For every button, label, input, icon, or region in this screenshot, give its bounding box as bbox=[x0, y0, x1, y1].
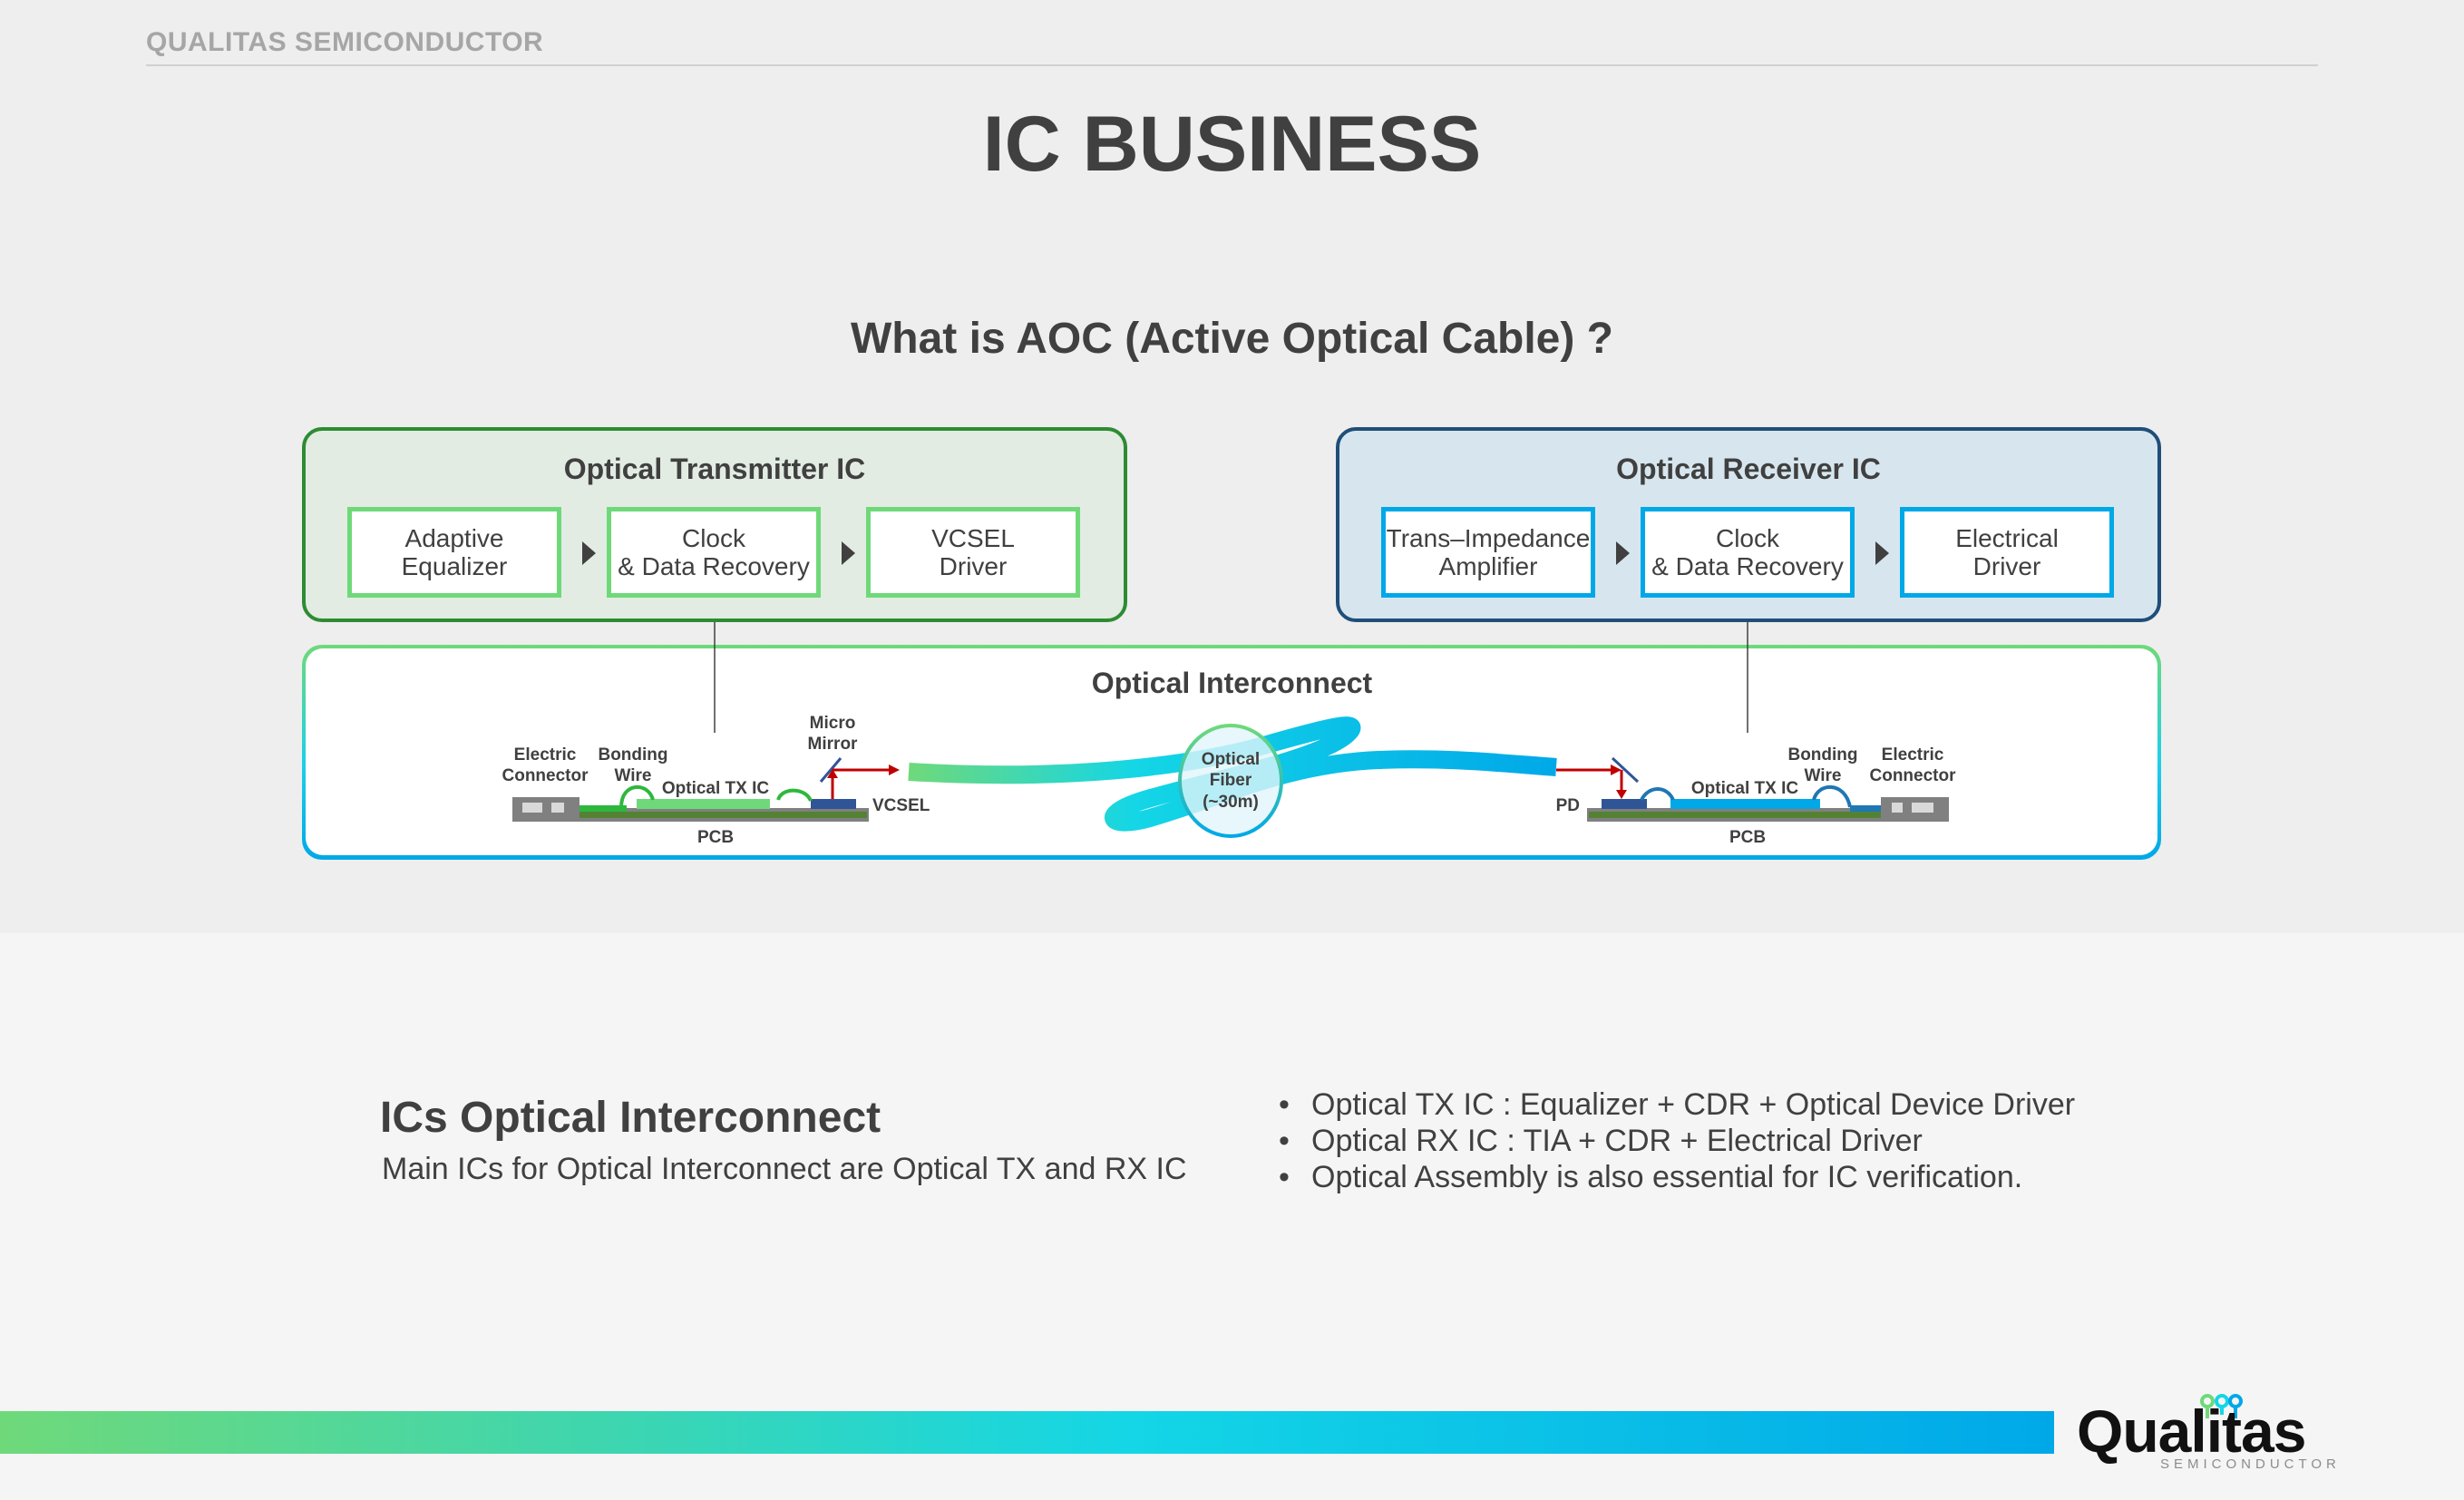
block-label: & Data Recovery bbox=[618, 552, 810, 580]
tx-connector-label: Electric bbox=[514, 745, 577, 765]
arrow-right-icon bbox=[1611, 765, 1622, 775]
block-label: Clock bbox=[681, 524, 745, 552]
fiber-label: Optical bbox=[1202, 750, 1260, 769]
rx-bonding-wire bbox=[1812, 784, 1852, 808]
rx-bonding-label: Bonding bbox=[1787, 745, 1857, 765]
header-brand: QUALITAS SEMICONDUCTOR bbox=[146, 27, 544, 57]
rx-pcb-label: PCB bbox=[1729, 828, 1766, 847]
block-label: Driver bbox=[1972, 552, 2041, 580]
rx-connector-label: Connector bbox=[1870, 766, 1957, 785]
section-subtitle: What is AOC (Active Optical Cable) ? bbox=[850, 315, 1613, 363]
bullet-item: Optical RX IC : TIA + CDR + Electrical D… bbox=[1279, 1123, 2075, 1159]
block-label: Driver bbox=[939, 552, 1008, 580]
tx-ic-title: Optical Transmitter IC bbox=[563, 453, 866, 485]
interconnect-title: Optical Interconnect bbox=[1091, 667, 1373, 699]
header-divider bbox=[146, 64, 2318, 66]
qualitas-logo: Qualitas SEMICONDUCTOR bbox=[2077, 1393, 2336, 1475]
tx-connector-label: Connector bbox=[502, 766, 589, 785]
tx-bonding-label: Bonding bbox=[598, 745, 667, 765]
arrow-right-icon bbox=[582, 541, 596, 565]
bullet-item: Optical TX IC : Equalizer + CDR + Optica… bbox=[1279, 1086, 2075, 1123]
tx-micro-mirror bbox=[819, 757, 842, 783]
arrow-down-icon bbox=[1616, 790, 1627, 799]
block-label: Equalizer bbox=[401, 552, 508, 580]
rx-chip bbox=[1670, 799, 1820, 809]
arrow-right-icon bbox=[889, 765, 900, 775]
rx-chip-label: Optical TX IC bbox=[1691, 779, 1799, 798]
tx-pcb-label: PCB bbox=[697, 828, 734, 847]
arrow-up-icon bbox=[827, 769, 838, 778]
tx-trace bbox=[579, 805, 627, 812]
rx-connector-label: Electric bbox=[1882, 745, 1944, 765]
rx-bonding-label: Wire bbox=[1804, 766, 1841, 785]
footer-gradient-bar bbox=[0, 1411, 2054, 1454]
bullet-list: Optical TX IC : Equalizer + CDR + Optica… bbox=[1279, 1086, 2075, 1195]
block-label: Trans–Impedance bbox=[1386, 524, 1591, 552]
block-label: Clock bbox=[1715, 524, 1779, 552]
bullet-item: Optical Assembly is also essential for I… bbox=[1279, 1159, 2075, 1195]
fiber-label: Fiber bbox=[1210, 771, 1252, 790]
arrow-right-icon bbox=[842, 541, 855, 565]
micro-mirror-label: Mirror bbox=[808, 735, 859, 754]
block-label: VCSEL bbox=[931, 524, 1015, 552]
arrow-right-icon bbox=[1616, 541, 1630, 565]
micro-mirror-label: Micro bbox=[810, 714, 856, 733]
bottom-description: Main ICs for Optical Interconnect are Op… bbox=[382, 1152, 1187, 1186]
tx-bonding-wire bbox=[619, 784, 655, 808]
photodiode bbox=[1602, 799, 1647, 809]
vcsel bbox=[811, 799, 856, 809]
arrow-right-icon bbox=[1875, 541, 1889, 565]
block-clock-data-recovery: Clock& Data Recovery bbox=[1641, 507, 1855, 598]
block-label: & Data Recovery bbox=[1651, 552, 1844, 580]
rx-bonding-wire bbox=[1640, 787, 1675, 802]
pd-label: PD bbox=[1556, 796, 1580, 815]
rx-trace bbox=[1850, 805, 1881, 812]
tx-assembly: Electric Connector Bonding Wire Optical … bbox=[502, 714, 930, 847]
rx-assembly: PD Optical TX IC Bonding Wire Electric C… bbox=[1556, 745, 1957, 847]
logo-subtext: SEMICONDUCTOR bbox=[2160, 1456, 2341, 1472]
tx-chip bbox=[637, 799, 770, 809]
page-title: IC BUSINESS bbox=[982, 101, 1482, 188]
fiber-magnifier bbox=[1178, 724, 1283, 838]
fiber-label: (~30m) bbox=[1203, 793, 1259, 812]
rx-ic-title: Optical Receiver IC bbox=[1616, 453, 1881, 485]
rx-micro-mirror bbox=[1611, 756, 1640, 784]
block-clock-data-recovery: Clock& Data Recovery bbox=[607, 507, 821, 598]
vcsel-label: VCSEL bbox=[872, 796, 930, 815]
logo-pins-icon bbox=[2200, 1394, 2243, 1418]
tx-bonding-label: Wire bbox=[614, 766, 651, 785]
bottom-heading: ICs Optical Interconnect bbox=[380, 1094, 881, 1142]
tx-bonding-wire bbox=[776, 788, 813, 803]
logo-wordmark: Qualitas bbox=[2077, 1398, 2306, 1465]
block-label: Adaptive bbox=[404, 524, 504, 552]
block-label: Electrical bbox=[1955, 524, 2059, 552]
block-label: Amplifier bbox=[1438, 552, 1538, 580]
tx-chip-label: Optical TX IC bbox=[662, 779, 770, 798]
